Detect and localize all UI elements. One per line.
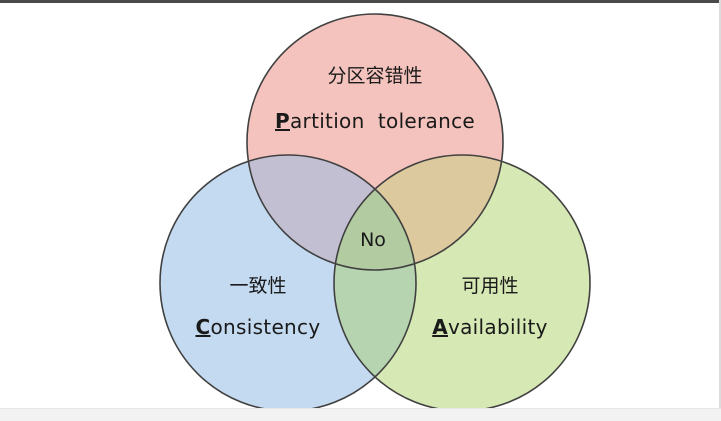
center-no-label: No	[360, 229, 386, 251]
consistency-initial: C	[196, 315, 211, 339]
consistency-cn-label: 一致性	[229, 275, 286, 297]
partition-outline	[246, 13, 504, 271]
availability-rest: vailability	[448, 315, 548, 339]
partition-en-label: Partition tolerance	[275, 109, 475, 133]
consistency-en-label: Consistency	[196, 315, 321, 339]
partition-rest: artition tolerance	[290, 109, 475, 133]
consistency-rest: onsistency	[211, 315, 321, 339]
availability-cn-label: 可用性	[461, 275, 518, 297]
partition-cn-label: 分区容错性	[327, 65, 422, 87]
availability-initial: A	[432, 315, 448, 339]
top-border	[0, 0, 721, 3]
bottom-strip	[0, 408, 721, 421]
partition-initial: P	[275, 109, 290, 133]
availability-en-label: Availability	[432, 315, 548, 339]
right-border	[719, 0, 721, 421]
